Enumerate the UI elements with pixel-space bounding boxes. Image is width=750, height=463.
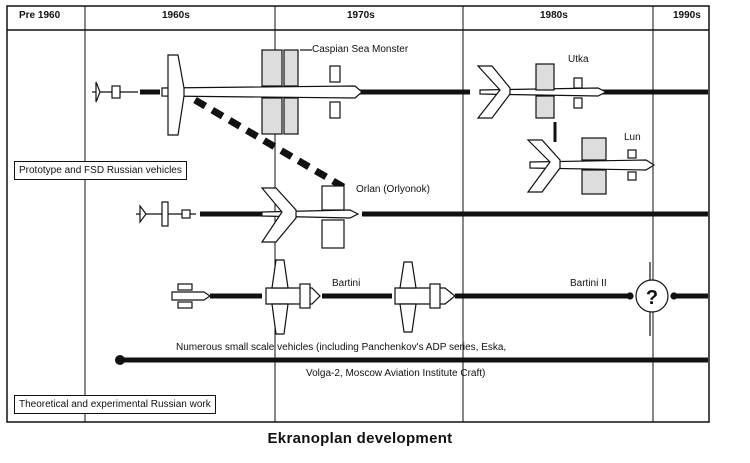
label-caspian-sea-monster: Caspian Sea Monster xyxy=(312,44,409,55)
label-lun: Lun xyxy=(624,132,641,143)
period-1980s: 1980s xyxy=(540,10,568,21)
utka-icon xyxy=(476,63,608,119)
bartini-ii-icon: ? xyxy=(626,262,678,336)
timeline-frame xyxy=(6,5,710,423)
box-prototype-vehicles: Prototype and FSD Russian vehicles xyxy=(14,161,187,180)
period-1960s: 1960s xyxy=(162,10,190,21)
period-1970s: 1970s xyxy=(347,10,375,21)
figure-caption: Ekranoplan development xyxy=(267,430,453,447)
early-orlan-craft-icon xyxy=(136,201,196,227)
early-bartini-craft-icon xyxy=(171,283,212,309)
label-utka: Utka xyxy=(568,54,589,65)
box-theoretical-work: Theoretical and experimental Russian wor… xyxy=(14,395,216,414)
early-craft-icon xyxy=(92,81,138,103)
lun-icon xyxy=(526,137,656,195)
period-pre-1960: Pre 1960 xyxy=(19,10,61,21)
small-vehicles-start-dot xyxy=(115,355,125,365)
caspian-sea-monster-icon xyxy=(161,49,363,136)
svg-text:?: ? xyxy=(646,287,658,309)
label-bartini-ii: Bartini II xyxy=(570,278,607,289)
period-1990s: 1990s xyxy=(673,10,701,21)
bartini-icon-2 xyxy=(394,261,456,333)
note-small-vehicles-line1: Numerous small scale vehicles (including… xyxy=(176,342,507,353)
note-small-vehicles-line2: Volga-2, Moscow Aviation Institute Craft… xyxy=(306,368,486,379)
bartini-icon xyxy=(265,259,321,335)
label-orlan: Orlan (Orlyonok) xyxy=(356,184,430,195)
label-bartini: Bartini xyxy=(332,278,361,289)
connector-dashed xyxy=(193,96,347,192)
orlan-icon xyxy=(260,185,360,249)
